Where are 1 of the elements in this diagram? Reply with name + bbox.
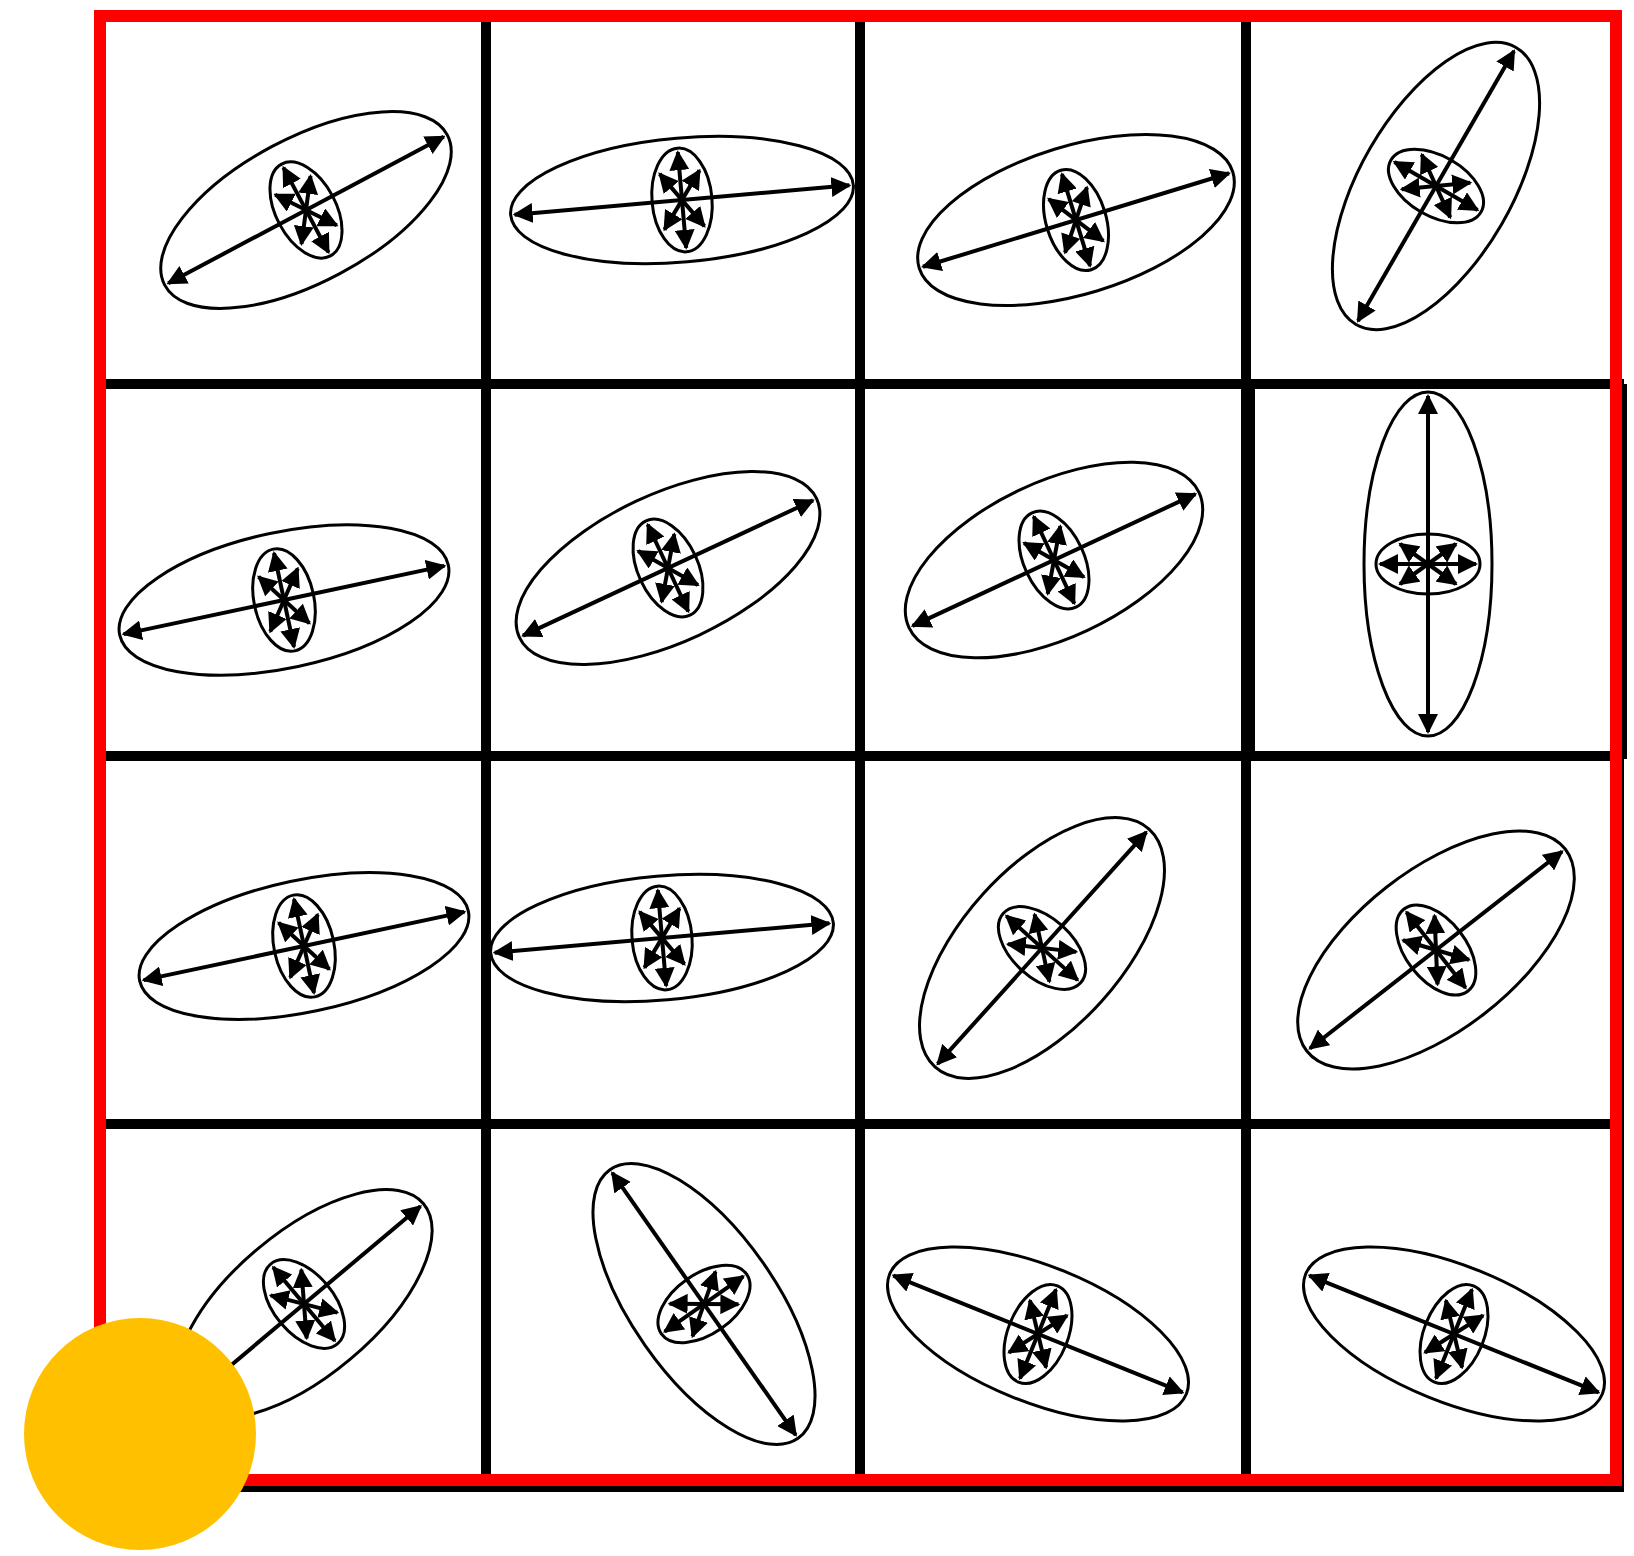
dot-marker	[24, 1318, 256, 1550]
